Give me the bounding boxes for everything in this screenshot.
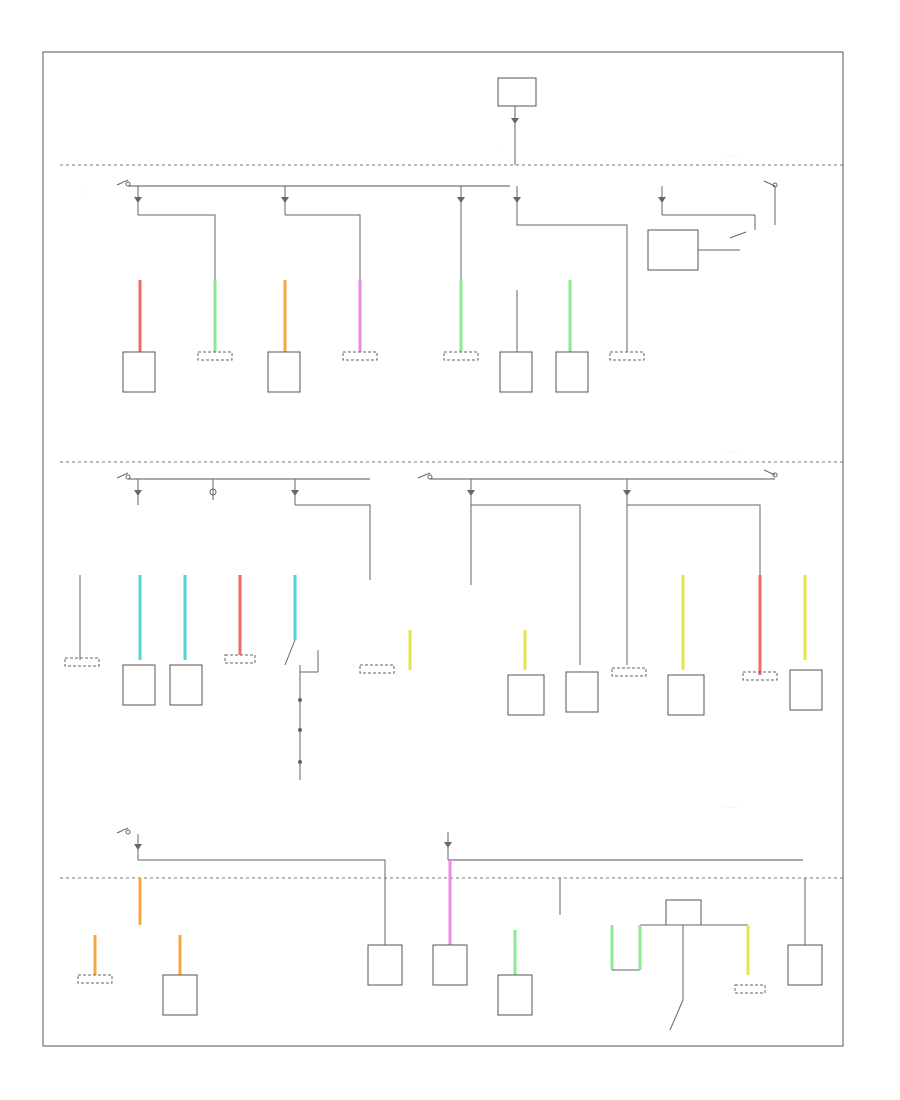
- component-1f: [499, 351, 533, 393]
- component-1e: [443, 351, 479, 361]
- component-2b: [122, 664, 156, 706]
- component-2g: [565, 671, 599, 713]
- component-3e: [497, 974, 533, 1016]
- component-2i: [667, 674, 705, 716]
- fuse-symbol: [511, 118, 519, 124]
- component-2a: [64, 657, 100, 667]
- component-3d: [432, 944, 468, 986]
- component-2c: [169, 664, 203, 706]
- component-3b: [162, 974, 198, 1016]
- svg-text:· · ·: · · ·: [83, 193, 88, 197]
- main-feed: · · ·: [497, 77, 537, 165]
- component-1g: [555, 351, 589, 393]
- svg-text:· · ·: · · ·: [83, 183, 88, 187]
- component-3c: [367, 944, 403, 986]
- svg-text:· · ·: · · ·: [498, 145, 503, 149]
- component-2j: [742, 671, 778, 681]
- ground-switch-chain: [284, 639, 319, 780]
- fuse-drops-1: [134, 186, 666, 215]
- svg-text:· · · · · · · · · ·: · · · · · · · · · ·: [720, 449, 738, 453]
- section-1: · · · · · · · · · · · · · · · · · · · · …: [60, 153, 843, 393]
- component-2d: [224, 654, 256, 664]
- svg-text:· · · · · · · · · · · ·: · · · · · · · · · · · ·: [705, 159, 727, 163]
- component-3f: [787, 944, 823, 986]
- svg-text:· · · · · · · · · ·: · · · · · · · · · ·: [720, 805, 738, 809]
- component-2k: [789, 669, 823, 711]
- component-2f: [507, 674, 545, 716]
- svg-text:· · · · · · · · · ·: · · · · · · · · · ·: [720, 153, 738, 157]
- diagram-border: [42, 51, 844, 1047]
- relay-box-right: [647, 229, 699, 271]
- section-2: · · · · · · · · · ·: [60, 449, 843, 780]
- component-1b: [197, 351, 233, 361]
- component-3g: [734, 984, 766, 994]
- module-cluster: [610, 899, 750, 1031]
- component-2e: [359, 664, 395, 674]
- component-1h: [609, 351, 645, 361]
- power-source-box: [497, 77, 537, 107]
- component-1d: [342, 351, 378, 361]
- section-3: · · · · · · · · · ·: [60, 805, 843, 1031]
- component-1c: [267, 351, 301, 393]
- component-1a: [122, 351, 156, 393]
- component-2h: [611, 667, 647, 677]
- component-3a: [77, 974, 113, 984]
- relay-switch-1: · · · · · ·: [83, 179, 131, 197]
